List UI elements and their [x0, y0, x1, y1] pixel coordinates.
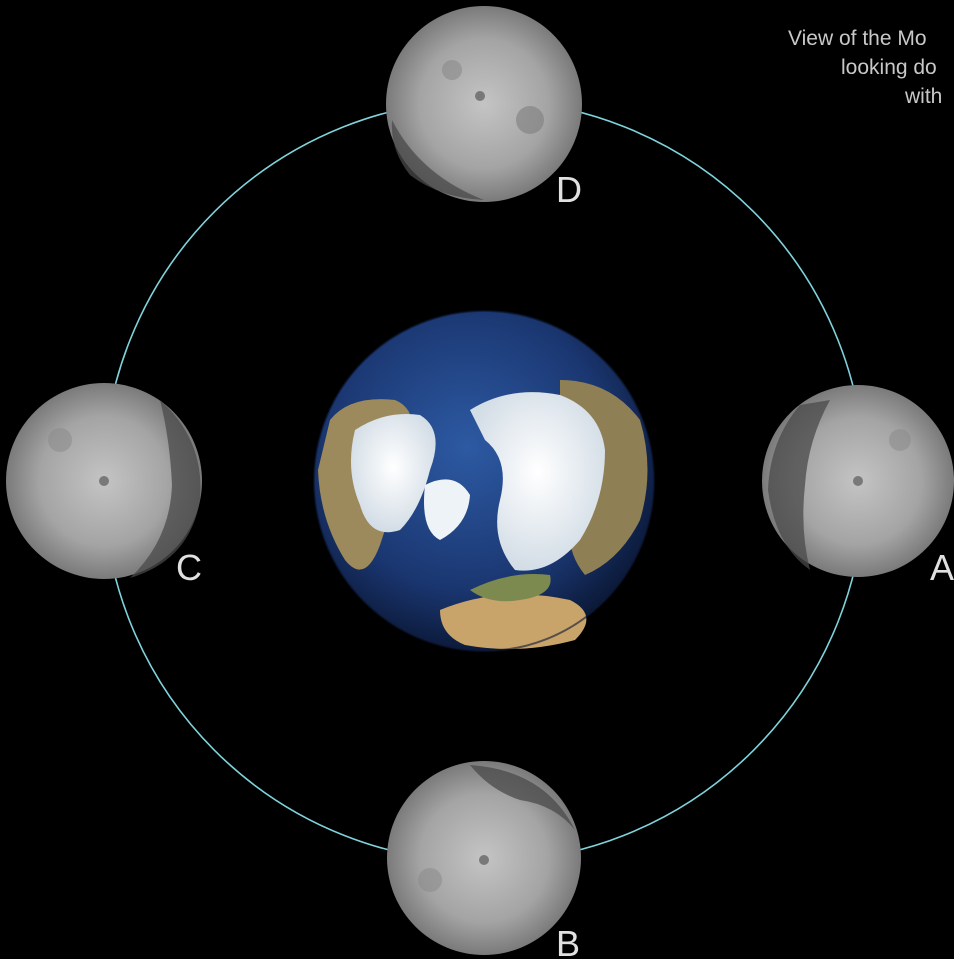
moon-label-d: D: [556, 169, 582, 210]
earth-globe-icon: [313, 310, 655, 652]
moon-d: [386, 6, 582, 202]
moon-a: [762, 385, 954, 577]
moon-label-b: B: [556, 923, 580, 959]
caption-line-2: looking do: [841, 56, 937, 79]
moon-label-c: C: [176, 547, 202, 588]
caption-line-3: with: [905, 85, 943, 108]
caption-line-1: View of the Mo: [788, 27, 927, 50]
moon-label-a: A: [930, 547, 954, 588]
moon-icon: [386, 6, 582, 202]
moon-b: [387, 761, 581, 955]
moon-c: [6, 383, 202, 579]
